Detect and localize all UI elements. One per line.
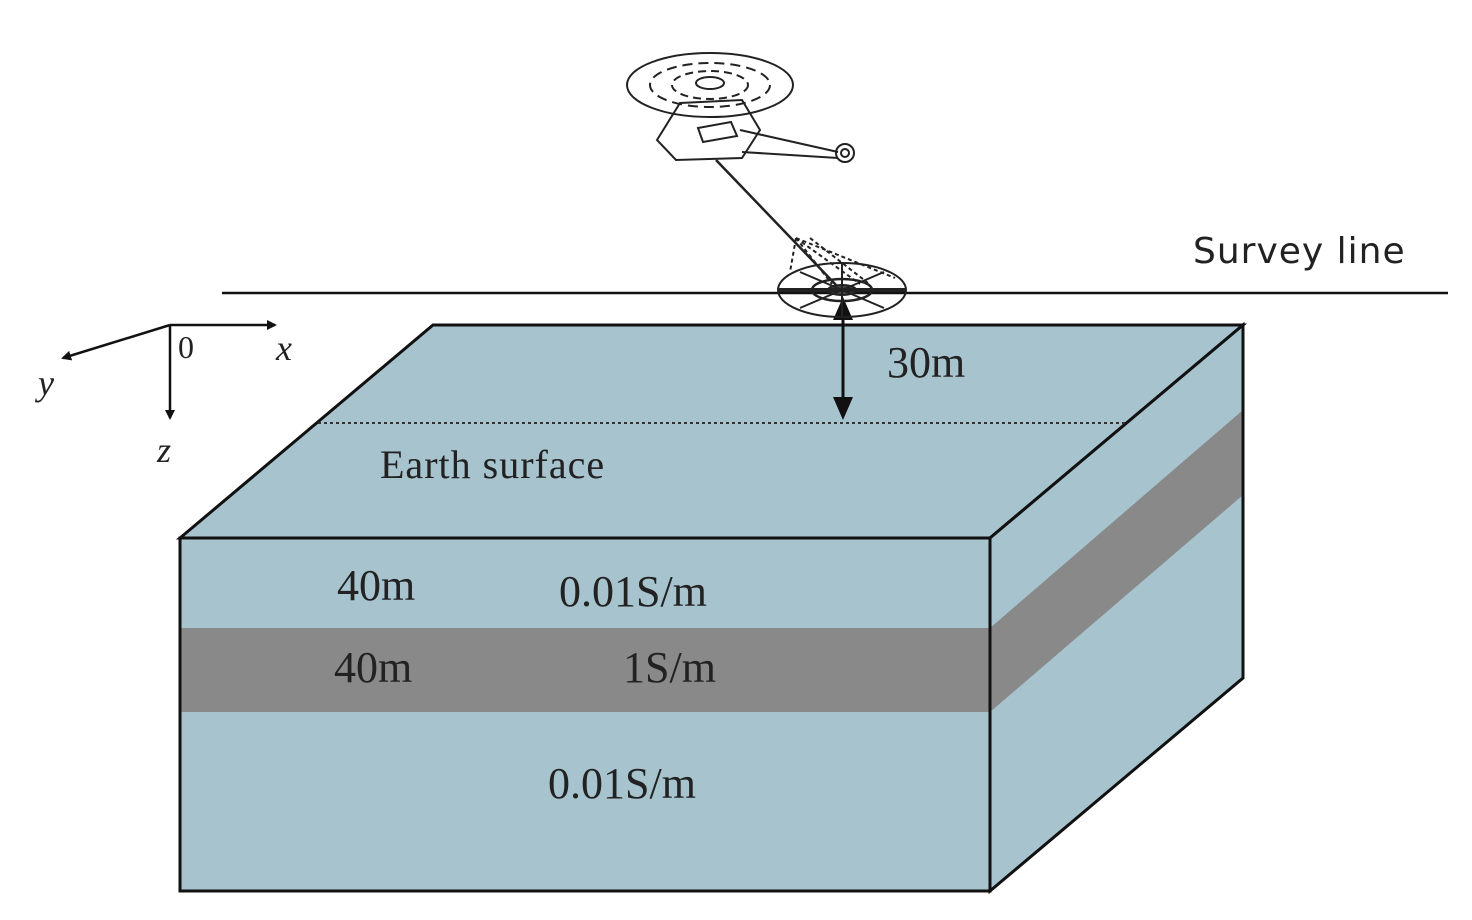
layer2-conductivity-label: 1S/m	[623, 643, 716, 692]
axis-x-label: x	[275, 328, 292, 368]
side-conductive-band	[990, 410, 1243, 712]
front-conductive-band	[180, 628, 990, 712]
axis-z-label: z	[156, 430, 171, 470]
y-axis	[61, 323, 171, 361]
earth-front-face	[180, 538, 990, 891]
halfspace-conductivity-label: 0.01S/m	[548, 759, 696, 808]
earth-surface-label: Earth surface	[380, 442, 605, 487]
towed-bird-icon	[777, 237, 907, 318]
axis-origin-label: 0	[178, 329, 194, 365]
helicopter-icon	[626, 52, 855, 286]
layer2-thickness-label: 40m	[334, 643, 412, 692]
height-label: 30m	[887, 338, 965, 387]
earth-block	[175, 321, 1248, 895]
coordinate-axes	[61, 320, 277, 420]
layer1-thickness-label: 40m	[337, 561, 415, 610]
layer1-conductivity-label: 0.01S/m	[559, 567, 707, 616]
survey-line-label: Survey line	[1193, 231, 1406, 272]
axis-y-label: y	[35, 363, 54, 403]
side-outline	[988, 321, 1245, 895]
